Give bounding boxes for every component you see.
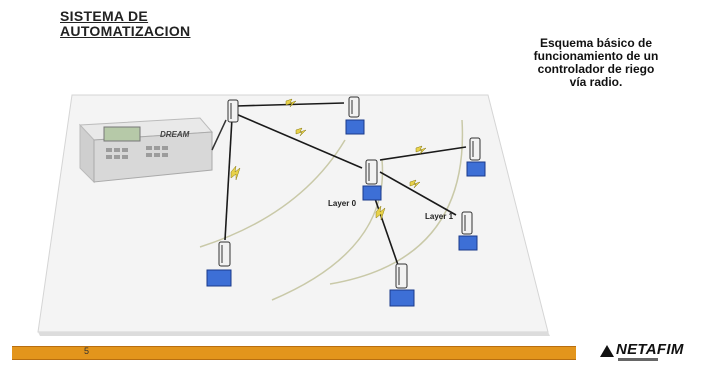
- range-arc-center: [271, 159, 384, 301]
- page-title: SISTEMA DE AUTOMATIZACION: [60, 9, 190, 39]
- logo-tagline: [618, 358, 658, 361]
- valve-box: [206, 269, 232, 287]
- link-relay-to-right-top: [379, 146, 467, 161]
- diagram-description: Esquema básico de funcionamiento de un c…: [486, 37, 706, 89]
- dream-controller: DREAM: [78, 117, 214, 184]
- valve-box: [389, 289, 415, 307]
- signal-bolt: [375, 205, 386, 221]
- range-arc-layer1: [329, 119, 464, 285]
- radio-unit-bottom: [389, 263, 415, 307]
- signal-bolt: [230, 165, 241, 181]
- signal-bolt: [415, 145, 427, 155]
- range-arc-layer0: [199, 139, 346, 248]
- signal-bolt: [409, 179, 421, 189]
- controller-screen: [103, 126, 141, 142]
- valve-box: [466, 161, 486, 177]
- radio-unit-right-mid: [458, 211, 478, 251]
- layer0-label: Layer 0: [328, 199, 357, 208]
- valve-box: [362, 185, 382, 201]
- title-line-2: AUTOMATIZACION: [60, 23, 191, 39]
- radio-unit-top: [345, 96, 365, 135]
- link-base-to-relay: [235, 113, 363, 169]
- link-relay-to-bottom: [371, 189, 399, 266]
- link-base-to-left: [224, 117, 233, 241]
- radio-unit-left: [206, 241, 232, 287]
- valve-box: [458, 235, 478, 251]
- description-line-4: vía radio.: [569, 75, 623, 89]
- radio-unit-right-top: [466, 137, 486, 177]
- description-line-2: funcionamiento de un: [533, 49, 659, 63]
- description-line-1: Esquema básico de: [539, 36, 653, 50]
- footer-bar: 5: [12, 346, 576, 360]
- controller-cable: [211, 119, 227, 151]
- signal-bolt: [285, 98, 297, 108]
- title-line-1: SISTEMA DE: [60, 8, 149, 24]
- valve-box: [345, 119, 365, 135]
- platform-shadow: [38, 332, 550, 336]
- netafim-logo: NETAFIM: [598, 341, 722, 367]
- signal-bolt: [295, 127, 307, 137]
- logo-text: NETAFIM: [616, 341, 684, 358]
- radio-links: [224, 102, 467, 266]
- controller-label: DREAM: [160, 130, 190, 139]
- description-line-3: controlador de riego: [537, 62, 655, 76]
- page-number: 5: [84, 346, 90, 356]
- link-base-to-top: [235, 102, 345, 107]
- radio-unit-relay: [362, 159, 382, 201]
- radio-unit-base: [227, 99, 239, 123]
- layer1-label: Layer 1: [425, 212, 454, 221]
- logo-drop-icon: [600, 345, 614, 357]
- signal-marks: [230, 98, 427, 221]
- link-relay-to-right-mid: [379, 171, 457, 216]
